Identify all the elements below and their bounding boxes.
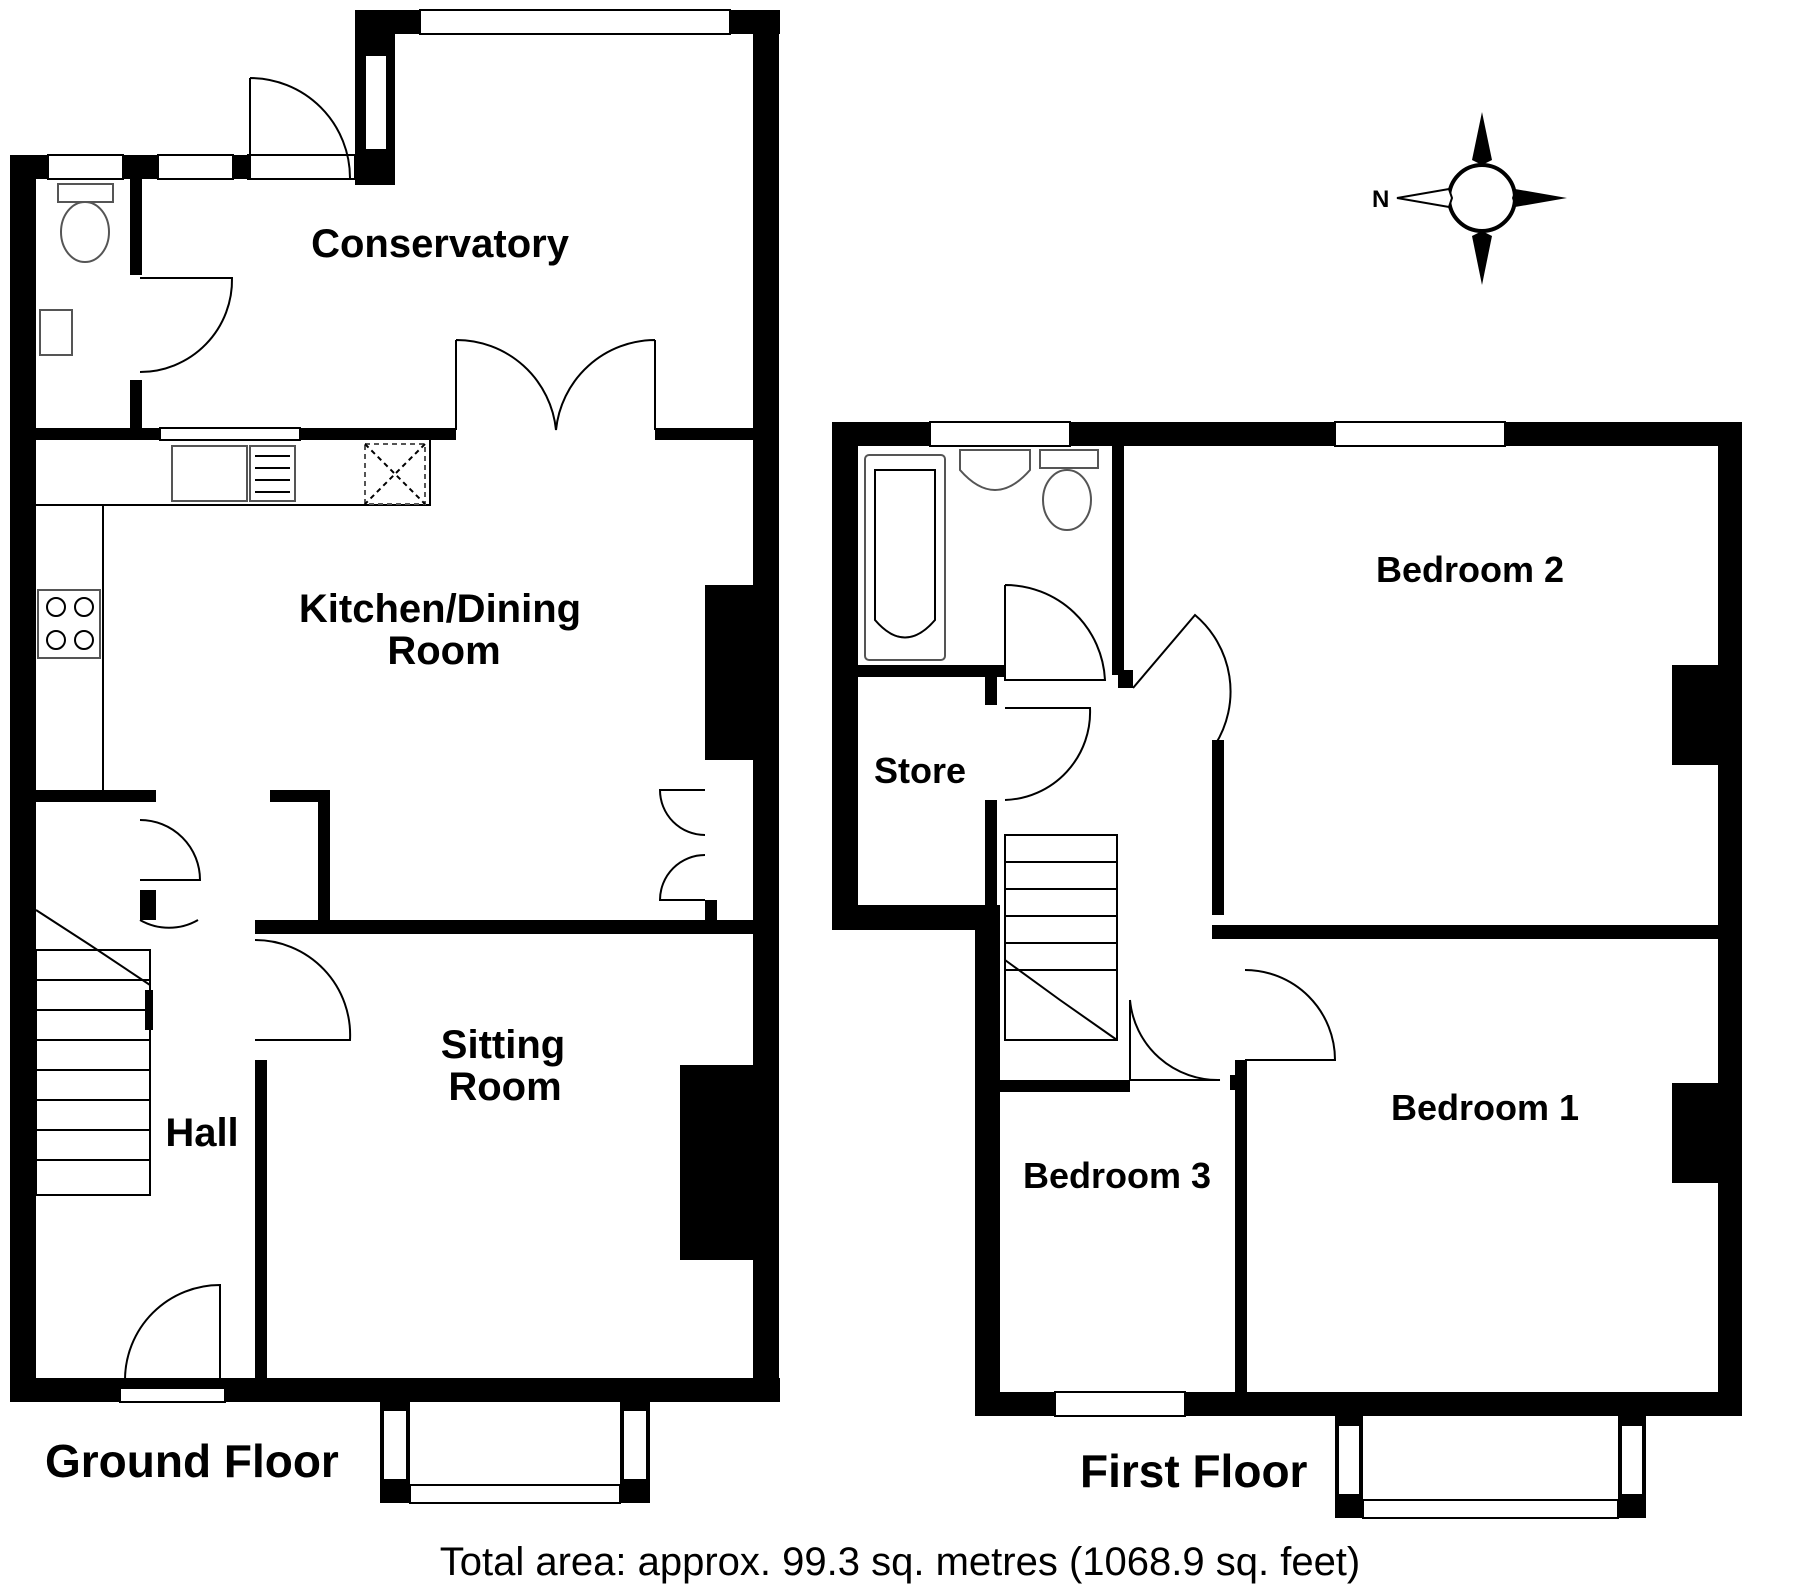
staircase xyxy=(1004,834,1118,1041)
room-label-sitting-line1: Sitting xyxy=(441,1023,565,1067)
ground-floor-plan xyxy=(10,9,780,1504)
floor-title-ground: Ground Floor xyxy=(45,1435,339,1487)
wall xyxy=(655,428,755,440)
window xyxy=(622,1409,648,1481)
window xyxy=(1620,1424,1644,1496)
chimney-breast xyxy=(680,1065,755,1215)
window xyxy=(929,421,1071,447)
wall xyxy=(975,905,1000,1415)
door-swing xyxy=(1129,999,1221,1082)
first-floor-plan xyxy=(832,421,1742,1519)
chimney-breast xyxy=(1672,665,1720,765)
wall xyxy=(1235,1060,1247,1400)
room-label-hall: Hall xyxy=(165,1111,238,1155)
total-area: Total area: approx. 99.3 sq. metres (106… xyxy=(440,1540,1361,1584)
room-label-bedroom3: Bedroom 3 xyxy=(1023,1155,1211,1196)
door-swing xyxy=(249,77,351,179)
wall xyxy=(1212,925,1737,939)
room-label-sitting-line2: Room xyxy=(448,1065,561,1109)
wall xyxy=(130,380,142,435)
bath xyxy=(864,454,946,661)
door-swing xyxy=(139,819,202,929)
wall xyxy=(318,790,330,920)
wall xyxy=(255,920,755,934)
hob-ring xyxy=(74,630,94,650)
hob-ring xyxy=(46,597,66,617)
chimney-breast xyxy=(705,585,755,760)
wall xyxy=(705,900,717,930)
door-swing xyxy=(124,1283,221,1381)
window xyxy=(47,154,124,180)
wall xyxy=(753,10,779,1402)
window xyxy=(382,1409,408,1481)
toilet-cistern xyxy=(1039,449,1099,469)
toilet-cistern xyxy=(57,183,114,203)
wall xyxy=(10,155,36,1400)
compass-north-label: N xyxy=(1372,186,1389,213)
window xyxy=(1337,1424,1361,1496)
wall xyxy=(832,422,858,930)
hob-ring xyxy=(74,597,94,617)
wall xyxy=(832,905,987,930)
chimney-breast xyxy=(1672,1083,1720,1183)
door-frame xyxy=(247,154,356,180)
wall xyxy=(1718,422,1742,1416)
door-frame xyxy=(119,1387,226,1403)
door-swing xyxy=(658,789,706,901)
chimney-breast xyxy=(680,1200,755,1260)
basin xyxy=(959,449,1031,491)
wall xyxy=(1212,740,1224,915)
wall xyxy=(1000,1080,1130,1092)
window xyxy=(159,427,301,441)
window xyxy=(409,1484,621,1504)
door-swing xyxy=(139,277,234,373)
window xyxy=(1362,1499,1619,1519)
wall xyxy=(1112,440,1124,675)
door-swing xyxy=(1004,583,1107,681)
wall xyxy=(270,790,330,802)
room-label-conservatory: Conservatory xyxy=(311,222,570,266)
toilet-bowl xyxy=(60,201,110,263)
hob-ring xyxy=(46,630,66,650)
wall xyxy=(255,1060,267,1400)
room-label-store: Store xyxy=(874,750,966,791)
door-swing xyxy=(1244,969,1337,1061)
window xyxy=(1334,421,1506,447)
wall xyxy=(985,665,997,705)
floor-title-first: First Floor xyxy=(1080,1445,1308,1497)
wall xyxy=(140,890,156,920)
window xyxy=(157,154,234,180)
room-label-kitchen-line2: Room xyxy=(387,629,500,673)
wall xyxy=(130,155,142,275)
room-label-bedroom1: Bedroom 1 xyxy=(1391,1087,1579,1128)
room-label-bedroom2: Bedroom 2 xyxy=(1376,549,1564,590)
window xyxy=(1054,1391,1186,1417)
toilet-bowl xyxy=(1042,469,1092,531)
wall xyxy=(36,790,156,802)
door-swing xyxy=(455,338,656,431)
room-label-kitchen-line1: Kitchen/Dining xyxy=(299,587,581,631)
compass-icon xyxy=(1396,112,1567,285)
bath-inner xyxy=(874,469,936,639)
wall xyxy=(1118,670,1133,688)
appliance-space xyxy=(364,443,426,505)
window xyxy=(364,54,388,151)
basin xyxy=(39,309,73,356)
wall xyxy=(1230,1075,1240,1090)
wall xyxy=(855,665,1005,677)
kitchen-sink xyxy=(171,445,248,502)
door-swing xyxy=(1132,613,1232,746)
staircase xyxy=(35,909,151,1196)
worktop xyxy=(36,440,431,506)
wall xyxy=(985,800,997,905)
window xyxy=(419,9,731,35)
door-swing xyxy=(1004,707,1092,801)
door-swing xyxy=(254,938,352,1041)
